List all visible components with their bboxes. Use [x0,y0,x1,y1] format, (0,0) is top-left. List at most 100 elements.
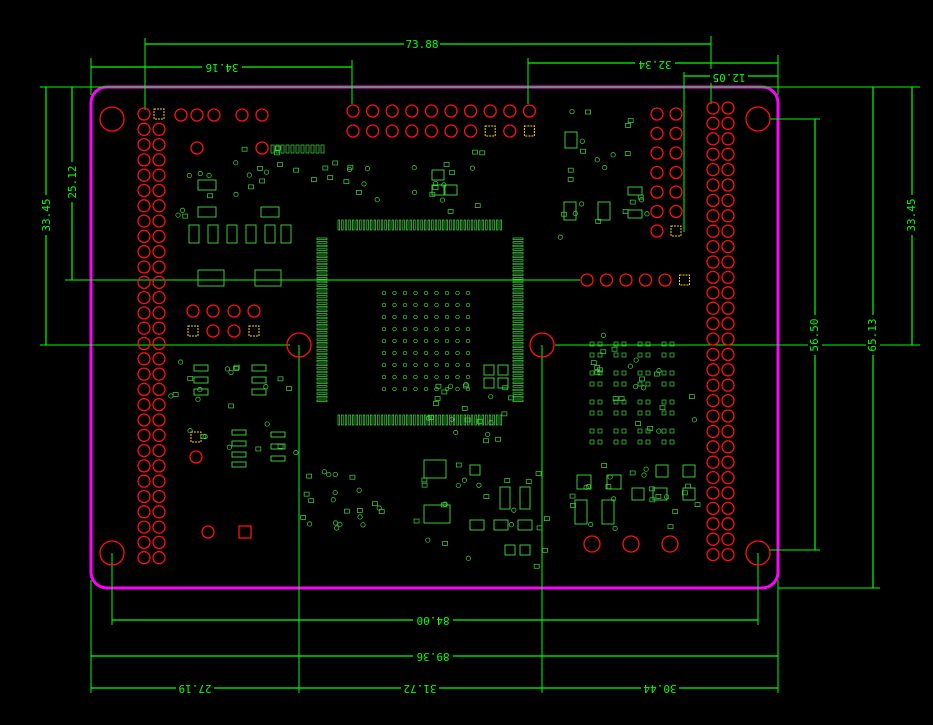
chip-pin [316,255,328,258]
resistor [474,203,481,208]
chip-pin [512,324,524,327]
resistor [355,190,362,195]
via [402,326,408,332]
header-pin [152,183,166,198]
via [465,350,471,356]
resistor [637,381,643,387]
resistor [637,352,643,358]
header-pin [658,273,672,287]
via [465,338,471,344]
via [465,374,471,380]
chip-pin [512,313,524,316]
chip-pin [499,219,502,231]
dim-right-outer: 33.45 [905,198,918,231]
via [612,525,618,531]
chip-pin [370,414,373,426]
chip-pin [420,219,423,231]
header-pin [706,393,720,408]
resistor [661,428,667,434]
resistor [187,376,194,381]
chip-pin [402,414,405,426]
via [233,160,239,166]
via [448,383,454,389]
pad [235,108,249,122]
component [207,224,219,244]
header-pin [137,122,151,136]
chip-pin [512,352,524,356]
via [434,290,439,296]
header-pin [152,398,166,412]
header-pin [706,132,720,146]
resistor [659,405,666,411]
via [326,472,332,478]
via [572,210,578,217]
via [381,302,387,308]
connector-pin [290,144,295,154]
chip-pin [398,414,402,426]
chip-pin [470,219,474,231]
chip-pin [427,219,430,231]
resistor [661,410,667,416]
chip-pin [445,414,448,426]
via [583,484,589,490]
chip-pin [512,385,524,388]
component [469,519,485,531]
component [245,224,257,244]
resistor [661,439,667,445]
component [631,487,645,501]
component [563,201,577,221]
via [423,386,429,392]
resistor [621,352,627,358]
header-pin [152,382,166,397]
via [264,421,270,427]
via [321,469,327,475]
header-pin [706,209,720,223]
resistor [637,194,644,200]
resistor [543,516,550,521]
resistor [327,175,334,181]
chip-pin [512,331,524,334]
via [455,338,460,344]
header-pin [346,104,360,118]
chip-pin [474,414,477,426]
resistor [621,410,627,416]
resistor [567,177,574,182]
resistor [689,394,695,399]
via [476,482,482,488]
via [488,394,494,400]
via [426,415,432,421]
resistor [613,410,619,416]
resistor [613,399,619,405]
via [413,338,418,344]
via [610,152,616,158]
header-pin [137,413,151,427]
chip-pin [316,237,328,240]
via [233,191,239,198]
chip-pin [512,273,524,276]
mounting-hole [99,540,125,566]
resistor [421,477,428,483]
chip-pin [413,414,416,426]
chip-pin [388,414,391,426]
chip-pin [341,219,344,231]
header-pin [385,104,399,118]
header-pin [137,183,151,198]
resistor [637,439,643,445]
header-pin [721,501,735,516]
component [499,486,511,510]
via [691,417,697,423]
via [434,338,439,344]
header-pin [405,124,419,138]
via [180,207,186,213]
chip-pin [512,316,524,320]
resistor [274,150,280,156]
chip-pin [316,284,328,287]
chip-pin [370,219,373,231]
chip-pin [467,219,470,231]
header-pin [137,275,151,289]
chip-pin [512,360,524,363]
via [434,350,439,356]
resistor [277,443,284,449]
chip-pin [512,248,524,251]
